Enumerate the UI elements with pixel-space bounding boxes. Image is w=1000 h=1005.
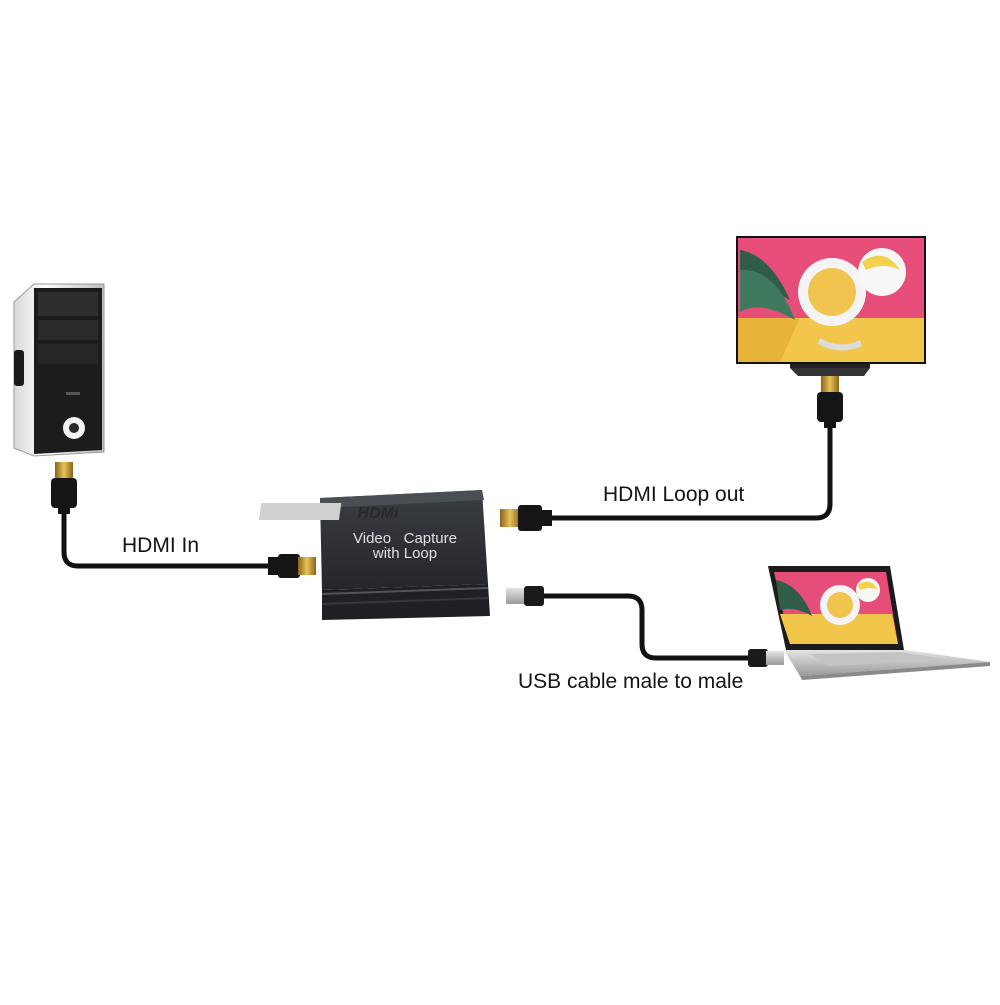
usb-plug-device: [506, 588, 526, 604]
laptop: [768, 566, 990, 680]
hdmi-loop-out-cable: [500, 376, 843, 531]
hdmi-in-label: HDMI In: [122, 534, 200, 557]
hdmi-logo-text: HDMI: [358, 505, 399, 522]
hdmi-plug-device-out: [518, 505, 542, 531]
device-label-line1: Video Capture: [353, 530, 457, 547]
hdmi-logo: [258, 503, 342, 520]
hdmi-loop-out-label: HDMI Loop out: [603, 483, 745, 506]
usb-plug-laptop: [748, 649, 768, 667]
hdmi-in-cable: [51, 462, 316, 578]
device-label-line2: with Loop: [372, 545, 437, 562]
capture-device: HDMI Video Capture with Loop: [258, 490, 490, 620]
tv-monitor: [736, 236, 926, 376]
hdmi-plug-device-in: [278, 554, 300, 578]
usb-cable-label: USB cable male to male: [518, 670, 744, 693]
hdmi-plug-pc: [55, 462, 73, 480]
pc-tower: [13, 283, 105, 457]
hdmi-plug-monitor: [821, 376, 839, 394]
usb-cable: [506, 586, 784, 667]
